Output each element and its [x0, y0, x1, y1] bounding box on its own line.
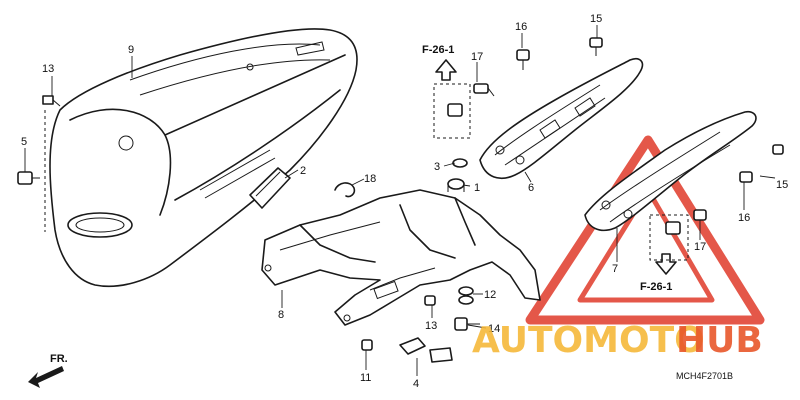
- leader-lines: [24, 25, 776, 376]
- callout-label: 13: [42, 63, 54, 75]
- grab-rail-left-part: [479, 57, 644, 179]
- callout-label: 12: [484, 289, 496, 301]
- ref-arrow-bottom: F-26-1: [640, 253, 677, 293]
- callout-label: 1: [474, 182, 480, 194]
- collar-part: [447, 158, 468, 192]
- callout-label: 13: [425, 320, 437, 332]
- front-direction-arrow: FR.: [28, 353, 68, 388]
- ref-arrow-top: F-26-1: [422, 44, 457, 81]
- watermark-logo: AUTOMOTO HUB: [472, 320, 763, 361]
- clip-part: [334, 182, 356, 198]
- bolt-part: [17, 110, 46, 232]
- callout-label: 11: [360, 372, 371, 384]
- callout-label: 8: [278, 309, 284, 321]
- diagram-code: MCH4F2701B: [676, 371, 733, 381]
- watermark-text-part1: AUTOMOTO: [472, 320, 705, 361]
- callout-label: 16: [515, 21, 527, 33]
- callout-label: 15: [590, 13, 602, 25]
- callout-label: 18: [364, 173, 376, 185]
- front-label: FR.: [50, 353, 68, 365]
- ref-label-bottom: F-26-1: [640, 281, 672, 293]
- ref-label-top: F-26-1: [422, 44, 454, 56]
- callout-label: 17: [694, 241, 706, 253]
- callouts: 9 13 5 2 18 8 3 1 6 16 15 17 12 13 14 11…: [21, 13, 788, 390]
- callout-label: 7: [612, 263, 618, 275]
- seat-cowl-part: [49, 28, 358, 288]
- callout-label: 15: [776, 179, 788, 191]
- callout-label: 6: [528, 182, 534, 194]
- screw-part: [42, 95, 61, 107]
- watermark-text-part2: HUB: [676, 320, 763, 361]
- watermark-logo-triangle: [525, 135, 765, 325]
- callout-label: 2: [300, 165, 306, 177]
- callout-label: 17: [471, 51, 483, 63]
- callout-label: 3: [434, 161, 440, 173]
- callout-label: 14: [488, 323, 500, 335]
- rear-frame-part: [261, 189, 541, 326]
- bolt-group-part: [433, 37, 784, 261]
- callout-label: 4: [413, 378, 419, 390]
- callout-label: 16: [738, 212, 750, 224]
- callout-label: 5: [21, 136, 27, 148]
- callout-label: 9: [128, 44, 134, 56]
- reflector-part: [249, 167, 291, 209]
- small-fasteners-part: [361, 286, 480, 363]
- grab-rail-right-part: [584, 110, 757, 232]
